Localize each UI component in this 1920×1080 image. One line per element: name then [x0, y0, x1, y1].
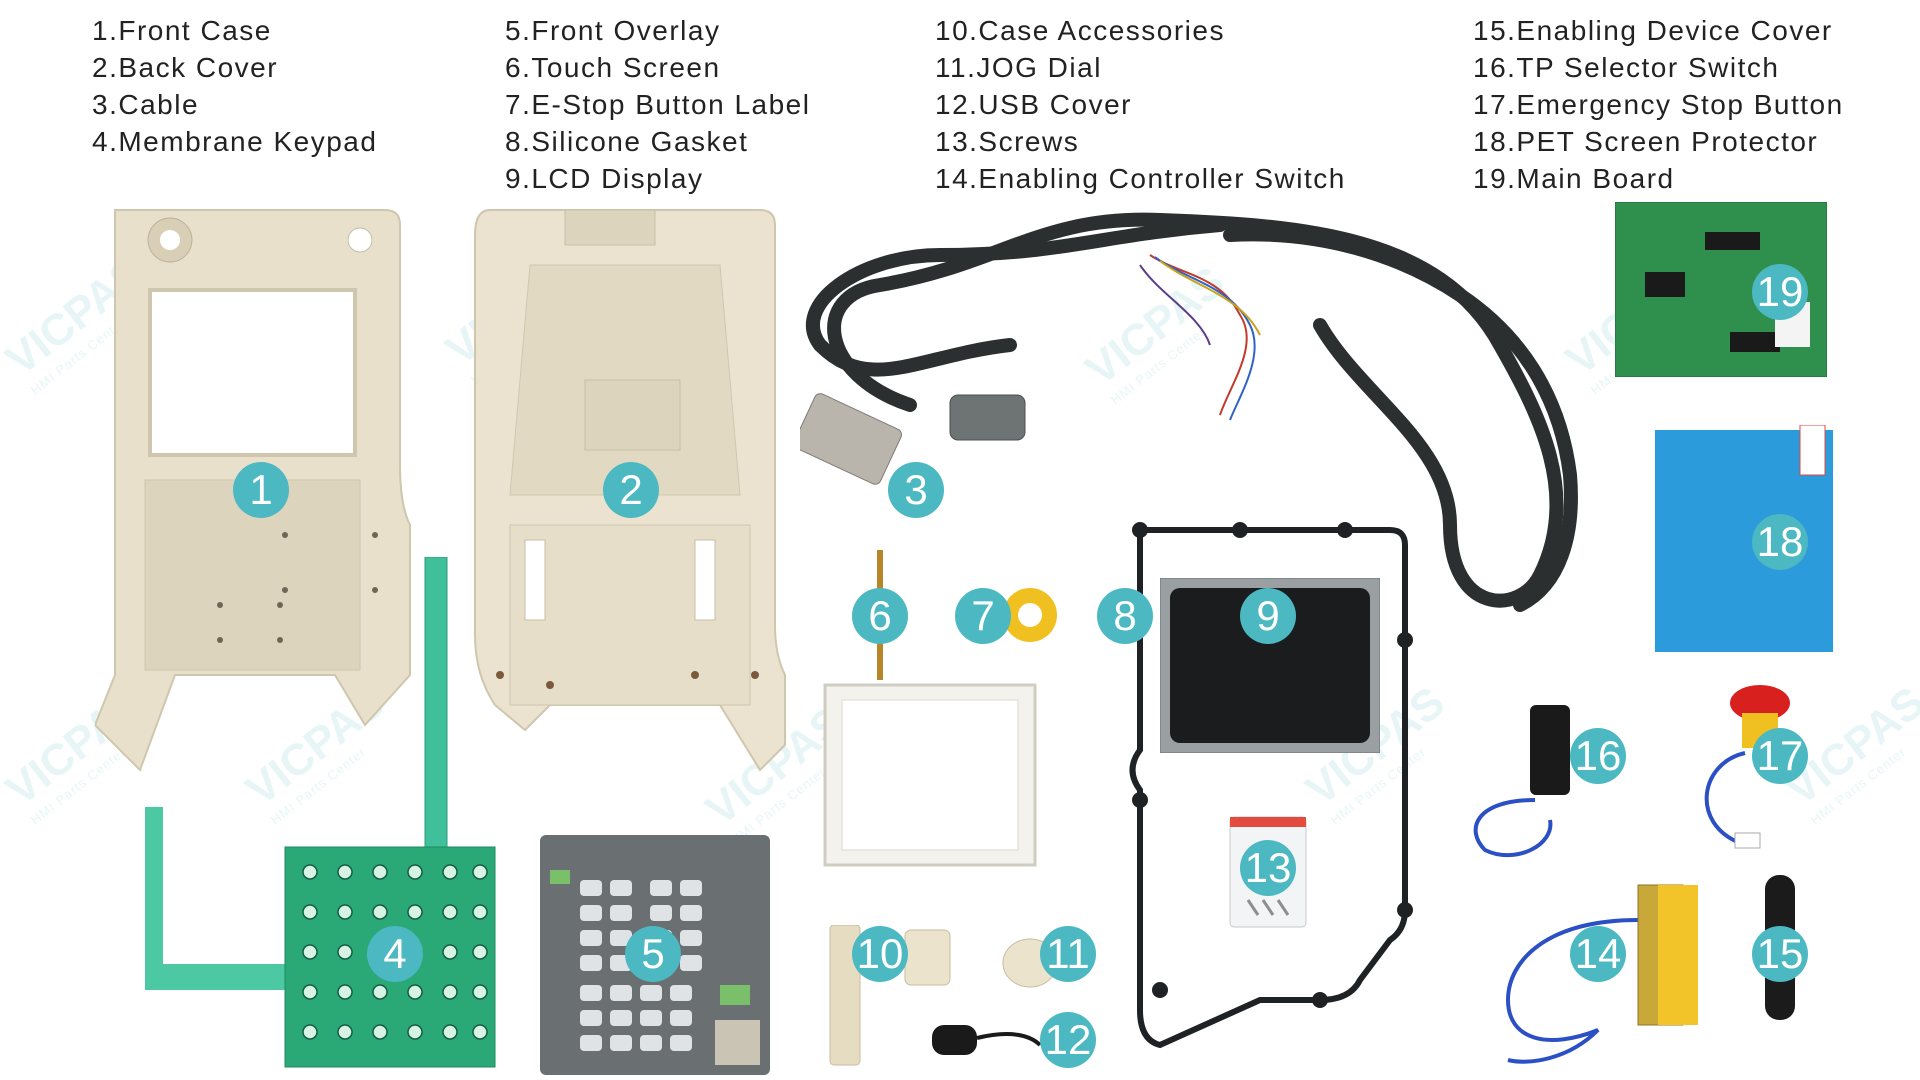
legend-column-4: 15.Enabling Device Cover 16.TP Selector …: [1473, 12, 1844, 197]
part-number-badge: 16: [1570, 728, 1626, 784]
legend-item: 1.Front Case: [92, 15, 272, 46]
legend-item: 15.Enabling Device Cover: [1473, 15, 1833, 46]
part-number-badge: 1: [233, 462, 289, 518]
estop-label-photo: [1003, 588, 1057, 642]
part-number-badge: 12: [1040, 1012, 1096, 1068]
enabling-switch-photo: [1505, 884, 1698, 1064]
legend-column-1: 1.Front Case 2.Back Cover 3.Cable 4.Memb…: [92, 12, 377, 160]
usb-cover-photo: [932, 1025, 1042, 1055]
part-number-badge: 5: [625, 926, 681, 982]
part-number-badge: 8: [1097, 588, 1153, 644]
part-number-badge: 14: [1570, 926, 1626, 982]
emergency-stop-photo: [1704, 685, 1790, 849]
part-number-badge: 4: [367, 926, 423, 982]
selector-switch-photo: [1473, 705, 1570, 858]
part-number-badge: 7: [955, 588, 1011, 644]
legend-item: 8.Silicone Gasket: [505, 126, 749, 157]
part-number-badge: 2: [603, 462, 659, 518]
part-number-badge: 3: [888, 462, 944, 518]
part-number-badge: 13: [1240, 840, 1296, 896]
legend-item: 13.Screws: [935, 126, 1080, 157]
legend-item: 3.Cable: [92, 89, 200, 120]
legend-item: 2.Back Cover: [92, 52, 279, 83]
screen-protector-photo: [1655, 425, 1833, 652]
legend-column-3: 10.Case Accessories 11.JOG Dial 12.USB C…: [935, 12, 1346, 197]
part-number-badge: 10: [852, 926, 908, 982]
legend-item: 4.Membrane Keypad: [92, 126, 378, 157]
legend-column-2: 5.Front Overlay 6.Touch Screen 7.E-Stop …: [505, 12, 810, 197]
legend-item: 14.Enabling Controller Switch: [935, 163, 1346, 194]
part-number-badge: 18: [1752, 514, 1808, 570]
legend-item: 7.E-Stop Button Label: [505, 89, 811, 120]
part-number-badge: 6: [852, 588, 908, 644]
legend-item: 5.Front Overlay: [505, 15, 721, 46]
legend-item: 19.Main Board: [1473, 163, 1675, 194]
part-number-badge: 11: [1040, 926, 1096, 982]
touch-screen-photo: [823, 550, 1037, 867]
case-accessories-photo: [829, 925, 951, 1066]
legend-item: 18.PET Screen Protector: [1473, 126, 1819, 157]
part-number-badge: 17: [1752, 728, 1808, 784]
legend-item: 10.Case Accessories: [935, 15, 1225, 46]
membrane-keypad-photo: [145, 557, 496, 1068]
legend-item: 12.USB Cover: [935, 89, 1132, 120]
legend-item: 9.LCD Display: [505, 163, 704, 194]
legend-item: 6.Touch Screen: [505, 52, 721, 83]
cable-photo: [800, 212, 1578, 612]
silicone-gasket-photo: [1129, 522, 1413, 1049]
legend-item: 17.Emergency Stop Button: [1473, 89, 1844, 120]
part-number-badge: 15: [1752, 926, 1808, 982]
legend-item: 11.JOG Dial: [935, 52, 1102, 83]
part-number-badge: 19: [1752, 264, 1808, 320]
legend-item: 16.TP Selector Switch: [1473, 52, 1780, 83]
part-number-badge: 9: [1240, 588, 1296, 644]
